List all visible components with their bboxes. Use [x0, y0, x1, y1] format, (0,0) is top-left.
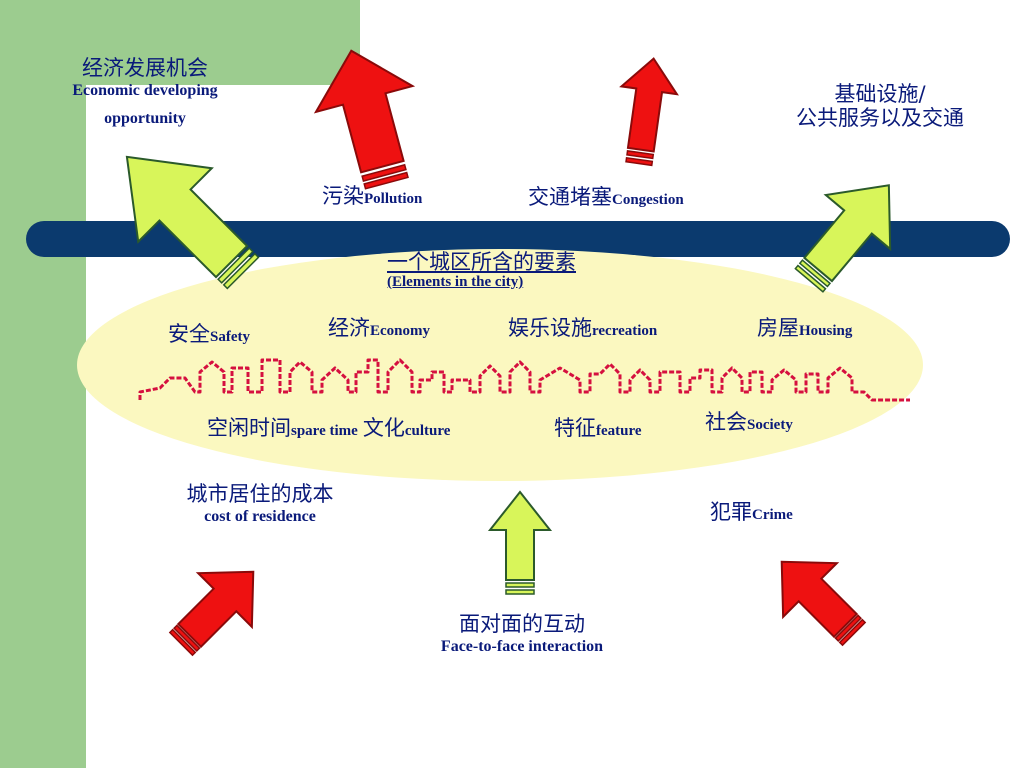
- safety-en: Safety: [210, 329, 250, 345]
- economic-opportunity-label: 经济发展机会 Economic developing opportunity: [40, 56, 250, 130]
- housing-zh: 房屋: [757, 316, 799, 340]
- interaction-zh: 面对面的互动: [459, 612, 585, 636]
- lime-arrow-interaction-icon: [487, 490, 553, 595]
- infrastructure-label: 基础设施/ 公共服务以及交通: [770, 82, 990, 130]
- spare-time-zh: 空闲时间: [207, 416, 291, 440]
- safety-zh: 安全: [168, 322, 210, 346]
- culture-en: culture: [404, 423, 451, 439]
- left-green-strip: [0, 0, 86, 768]
- pollution-label: 污染Pollution: [322, 184, 422, 208]
- face-to-face-label: 面对面的互动 Face-to-face interaction: [400, 612, 644, 658]
- society-en: Society: [747, 417, 793, 433]
- red-arrow-cost-icon: [168, 570, 255, 657]
- congestion-label: 交通堵塞Congestion: [528, 185, 684, 209]
- title-en: (Elements in the city): [387, 274, 524, 290]
- congestion-zh: 交通堵塞: [528, 185, 612, 209]
- city-elements-title: 一个城区所含的要素 (Elements in the city): [387, 250, 576, 291]
- element-feature: 特征feature: [554, 416, 642, 440]
- title-zh: 一个城区所含的要素: [387, 250, 576, 274]
- element-spare-time: 空闲时间spare time 文化culture: [207, 416, 450, 440]
- element-housing: 房屋Housing: [757, 316, 852, 340]
- economy-en: Economy: [370, 323, 430, 339]
- crime-zh: 犯罪: [710, 500, 752, 524]
- feature-zh: 特征: [554, 416, 596, 440]
- economy-zh: 经济: [328, 316, 370, 340]
- cost-zh: 城市居住的成本: [186, 482, 334, 506]
- element-society: 社会Society: [705, 410, 793, 434]
- red-arrow-pollution-icon: [313, 49, 416, 190]
- feature-en: feature: [596, 423, 642, 439]
- recreation-zh: 娱乐设施: [508, 316, 592, 340]
- spare-time-en: spare time: [291, 423, 358, 439]
- interaction-en: Face-to-face interaction: [440, 638, 604, 655]
- lime-arrow-top-left-icon: [125, 155, 260, 290]
- infrastructure-zh-2: 公共服务以及交通: [796, 106, 964, 130]
- crime-label: 犯罪Crime: [710, 500, 793, 524]
- economic-zh: 经济发展机会: [82, 56, 208, 80]
- culture-zh: 文化: [362, 416, 405, 440]
- city-ellipse: [77, 249, 923, 481]
- city-skyline-icon: [138, 358, 910, 402]
- red-arrow-congestion-icon: [619, 57, 679, 167]
- element-economy: 经济Economy: [328, 316, 430, 340]
- element-recreation: 娱乐设施recreation: [508, 316, 657, 340]
- lime-arrow-top-right-icon: [794, 184, 892, 293]
- element-safety: 安全Safety: [168, 322, 250, 346]
- crime-en: Crime: [752, 507, 793, 523]
- housing-en: Housing: [799, 323, 853, 339]
- congestion-en: Congestion: [612, 192, 684, 208]
- pollution-zh: 污染: [322, 184, 364, 208]
- cost-en: cost of residence: [204, 508, 316, 525]
- pollution-en: Pollution: [364, 191, 423, 207]
- economic-en-1: Economic developing: [72, 82, 218, 99]
- cost-of-residence-label: 城市居住的成本 cost of residence: [150, 482, 370, 528]
- society-zh: 社会: [705, 410, 747, 434]
- infrastructure-zh-1: 基础设施/: [834, 82, 926, 106]
- economic-en-2: opportunity: [104, 110, 186, 127]
- recreation-en: recreation: [592, 323, 658, 339]
- red-arrow-crime-icon: [780, 560, 867, 647]
